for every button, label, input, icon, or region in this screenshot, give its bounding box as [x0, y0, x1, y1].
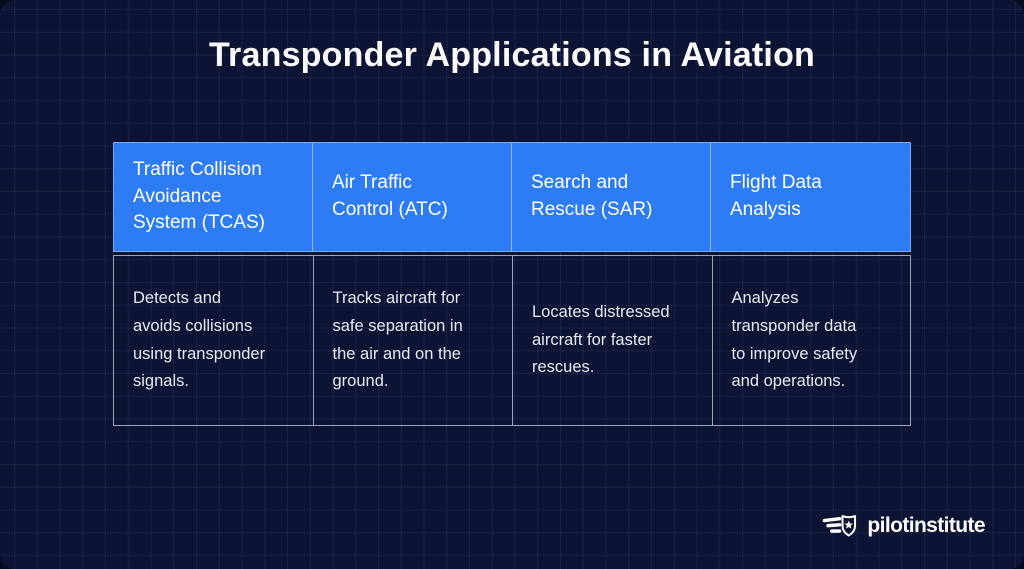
table-body-row: Detects and avoids collisions using tran…: [113, 255, 911, 426]
header-cell-tcas: Traffic Collision Avoidance System (TCAS…: [114, 143, 313, 251]
page-title: Transponder Applications in Aviation: [208, 36, 816, 74]
body-cell-tcas: Detects and avoids collisions using tran…: [113, 255, 313, 426]
header-cell-flight-data: Flight Data Analysis: [730, 172, 822, 220]
winged-shield-star-icon: [823, 515, 857, 537]
header-cell-sar: Search and Rescue (SAR): [512, 143, 711, 251]
table-header-row: Traffic Collision Avoidance System (TCAS…: [113, 142, 911, 252]
header-cell-atc: Air Traffic Control (ATC): [313, 143, 512, 251]
transponder-applications-table: Traffic Collision Avoidance System (TCAS…: [113, 142, 911, 426]
brand-logo: pilotinstitute: [820, 511, 986, 540]
brand-name: pilotinstitute: [867, 513, 985, 537]
body-cell-sar: Locates distressed aircraft for faster r…: [512, 255, 712, 426]
body-cell-atc: Tracks aircraft for safe separation in t…: [312, 255, 512, 426]
body-cell-flight-data: Analyzes transponder data to improve saf…: [711, 255, 911, 426]
